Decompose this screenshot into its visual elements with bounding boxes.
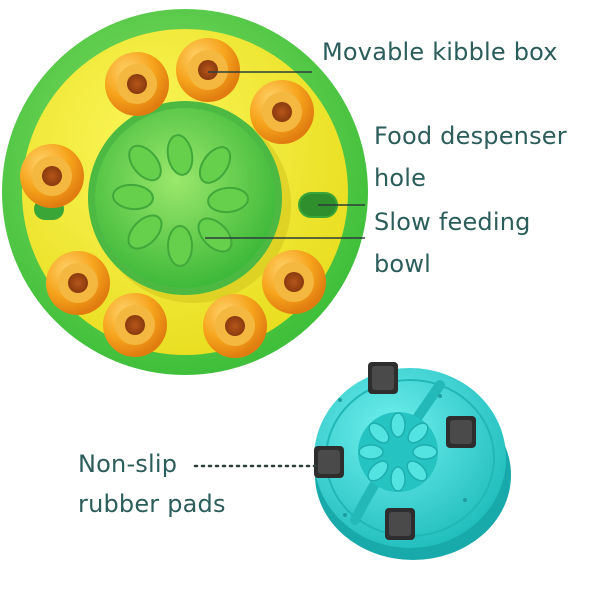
rubber-pad xyxy=(446,416,476,448)
kibble-box-label: Movable kibble box xyxy=(322,38,558,66)
kibble-box xyxy=(262,250,326,314)
rubber-pad xyxy=(368,362,398,394)
kibble-boxes xyxy=(20,38,326,358)
kibble-box xyxy=(250,80,314,144)
puzzle-feeder xyxy=(2,9,368,375)
bowl-label-line1: Slow feeding xyxy=(374,208,531,236)
kibble-box xyxy=(103,293,167,357)
kibble-box xyxy=(203,294,267,358)
kibble-box xyxy=(105,52,169,116)
feeder-underside xyxy=(314,362,511,560)
dispenser-hole-label-line2: hole xyxy=(374,164,427,192)
bowl-label-line2: bowl xyxy=(374,250,432,278)
dispenser-hole-label-line1: Food despenser xyxy=(374,122,567,150)
kibble-box xyxy=(46,251,110,315)
pads-label-line2: rubber pads xyxy=(78,490,226,518)
kibble-box xyxy=(176,38,240,102)
rubber-pad xyxy=(314,446,344,478)
rubber-pads xyxy=(314,362,476,540)
pads-label-line1: Non-slip xyxy=(78,450,178,478)
bowl-petals xyxy=(112,134,249,267)
kibble-box xyxy=(20,144,84,208)
rubber-pad xyxy=(385,508,415,540)
callout-lines xyxy=(205,71,365,239)
